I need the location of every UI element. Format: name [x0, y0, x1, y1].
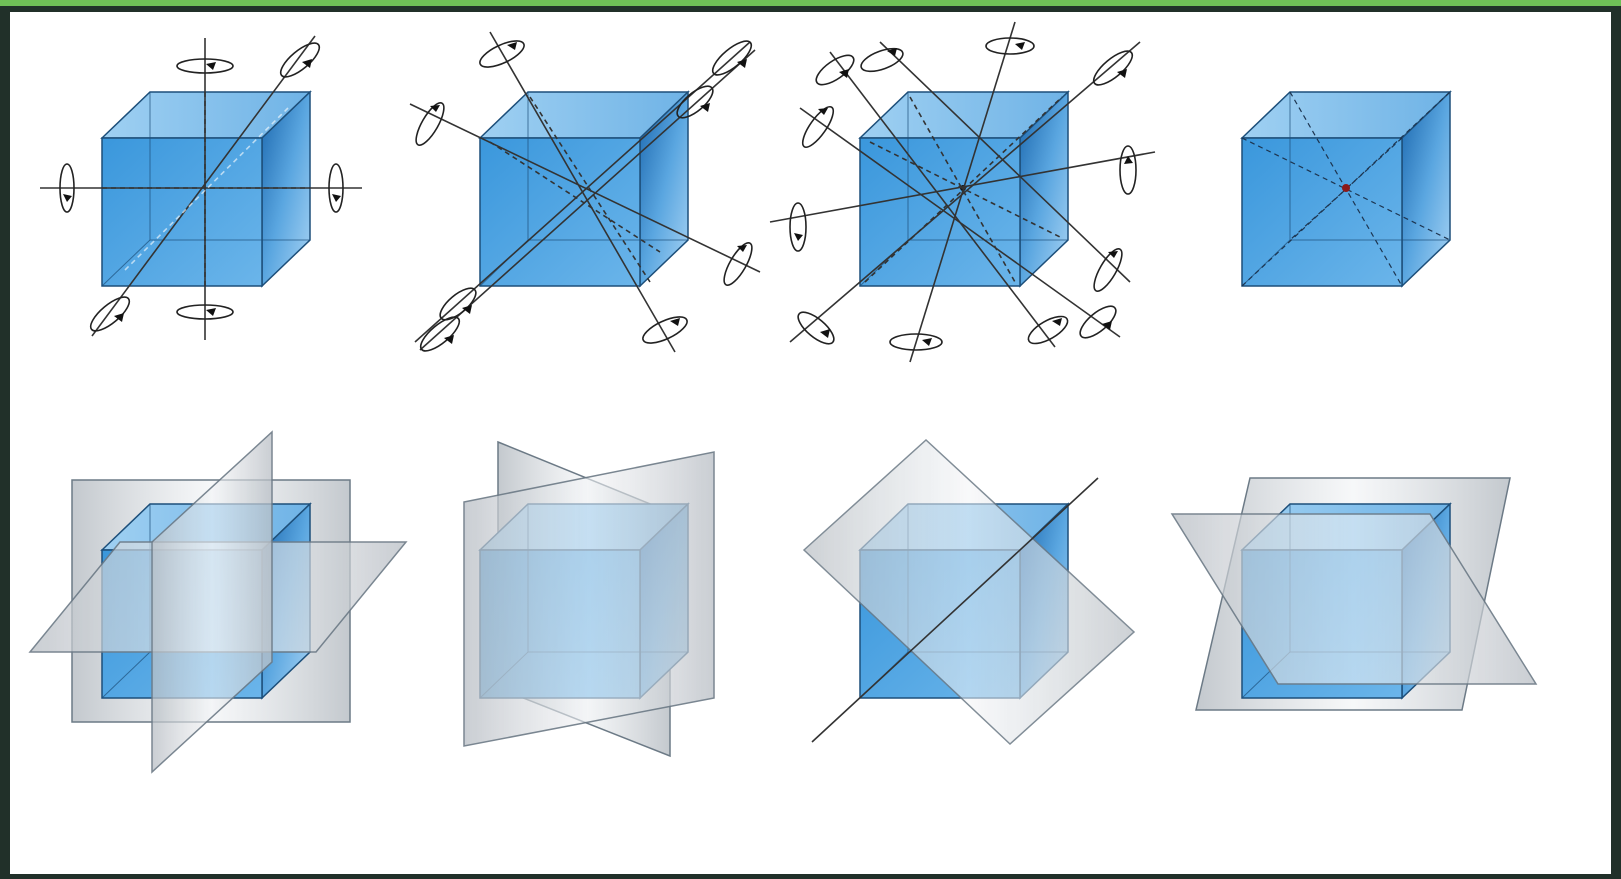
cube-diagonal-plane-figure	[804, 440, 1134, 744]
rotation-axes	[40, 36, 362, 340]
center-point-icon	[1342, 184, 1350, 192]
rotation-arrow-icon	[858, 44, 906, 76]
frame-top-border	[0, 0, 1621, 6]
rotation-arrow-icon	[276, 38, 324, 83]
cube-center-figure	[1242, 92, 1450, 286]
rotation-arrow-icon	[639, 312, 690, 349]
rotation-arrow-icon	[793, 307, 838, 349]
arrow-head-icon	[63, 194, 72, 202]
arrow-head-icon	[507, 42, 517, 50]
rotation-arrow-icon	[1089, 46, 1137, 91]
arrow-head-icon	[1117, 69, 1127, 78]
cube-tilted-planes-figure	[1172, 478, 1536, 710]
arrow-head-icon	[1015, 42, 1025, 50]
arrow-head-icon	[444, 335, 454, 344]
rotation-arrow-icon	[812, 50, 858, 90]
arrow-head-icon	[206, 62, 216, 70]
cube-front-face	[102, 138, 262, 286]
diagonal-axis	[790, 42, 1140, 342]
mirror-plane	[464, 452, 714, 746]
rotation-arrow-icon	[86, 292, 134, 337]
cube	[102, 92, 310, 286]
rotation-arrow-icon	[1120, 146, 1136, 194]
arrow-head-icon	[206, 308, 216, 316]
cube-edge-axes-figure	[410, 32, 760, 356]
arrow-head-icon	[922, 338, 932, 346]
arrow-head-icon	[794, 233, 803, 241]
cube-diagonal-axes-figure	[770, 22, 1155, 362]
cube-symmetry-diagram	[10, 12, 1611, 874]
arrow-head-icon	[462, 305, 472, 314]
arrow-head-icon	[332, 194, 341, 202]
cube-face-axes-figure	[40, 36, 362, 340]
arrow-head-icon	[670, 318, 680, 326]
cube-axial-planes-figure	[30, 432, 406, 772]
cube-vertical-planes-figure	[464, 442, 714, 756]
arrow-head-icon	[1052, 318, 1062, 326]
arrow-head-icon	[820, 329, 830, 338]
mirror-plane	[804, 440, 1134, 744]
figure-panel	[10, 12, 1611, 874]
rotation-arrow-icon	[790, 203, 806, 251]
rotation-arrow-icon	[1089, 245, 1127, 295]
